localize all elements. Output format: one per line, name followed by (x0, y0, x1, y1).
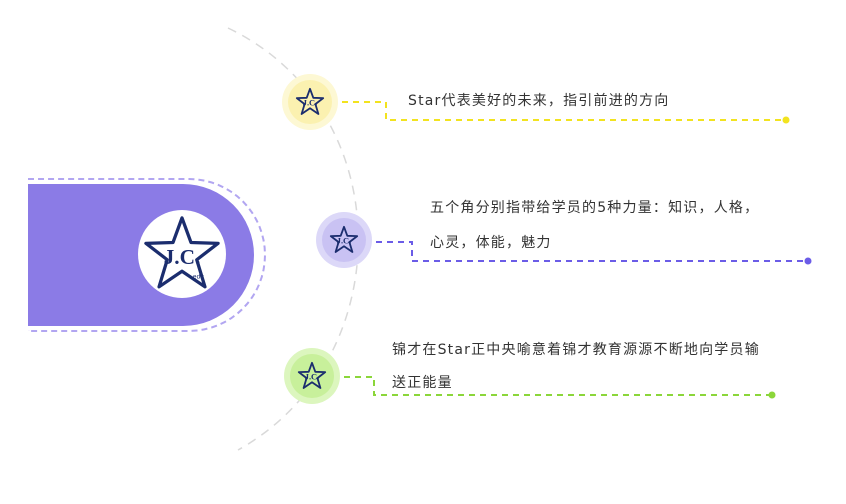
connector-line-1 (342, 101, 786, 121)
node-1: J.C. (282, 74, 338, 130)
connector-dot-2 (804, 257, 812, 265)
svg-text:J.C.: J.C. (164, 245, 201, 269)
star-logo-icon: J.C. (295, 87, 325, 115)
item-2-text-line-1: 五个角分别指带给学员的5种力量：知识，人格， (430, 200, 760, 216)
connector-line-2 (376, 241, 808, 262)
node-2: J.C. (316, 212, 372, 268)
node-3: J.C. (284, 348, 340, 404)
svg-text:J.C.: J.C. (303, 99, 317, 108)
item-3-text-line-2: 送正能量 (392, 375, 453, 391)
connector-line-3 (344, 376, 772, 396)
star-logo-icon: J.C. (329, 225, 359, 253)
main-logo: J.C. edu (138, 210, 226, 298)
star-logo-icon: J.C. (297, 361, 327, 389)
jc-star-logo-icon: J.C. edu (144, 216, 220, 289)
connector-dot-3 (768, 391, 776, 399)
main-panel-outline (28, 178, 266, 332)
node-1-inner: J.C. (288, 80, 332, 124)
svg-text:J.C.: J.C. (337, 237, 351, 246)
svg-text:J.C.: J.C. (305, 373, 319, 382)
node-2-inner: J.C. (322, 218, 366, 262)
item-2-text-line-2: 心灵，体能，魅力 (430, 235, 552, 251)
item-1-text: Star代表美好的未来，指引前进的方向 (408, 93, 670, 109)
connector-dot-1 (782, 116, 790, 124)
svg-text:edu: edu (193, 274, 204, 281)
node-3-inner: J.C. (290, 354, 334, 398)
item-3-text-line-1: 锦才在Star正中央喻意着锦才教育源源不断地向学员输 (392, 342, 760, 358)
